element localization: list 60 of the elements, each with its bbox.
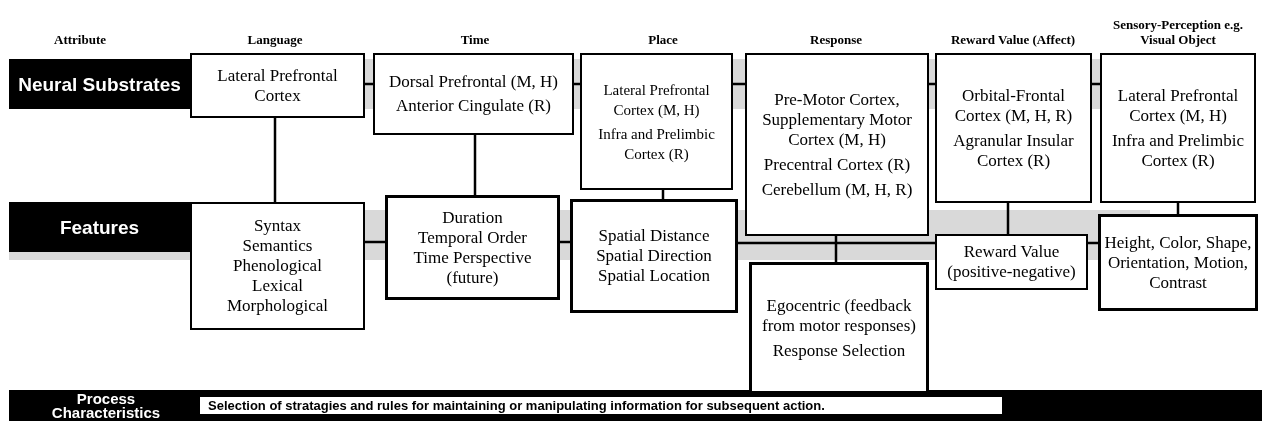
region-box <box>745 53 929 236</box>
node-text: Infra and Prelimbic Cortex (R) <box>1110 130 1246 171</box>
node-text: Semantics <box>242 236 313 256</box>
column-header: Reward Value (Affect) <box>950 32 1076 47</box>
column-header: Place <box>648 32 678 47</box>
connector-line <box>273 118 277 202</box>
feature-box <box>1098 214 1258 311</box>
node-text: Morphological <box>226 296 328 316</box>
node-text: Lateral Prefrontal Cortex (M, H) <box>602 80 711 120</box>
connector-line <box>1006 203 1010 234</box>
node-text: Spatial Direction <box>596 246 712 266</box>
node-text: Cerebellum (M, H, R) <box>761 179 913 200</box>
node-text: Lexical <box>252 276 303 296</box>
connector-line <box>473 135 477 195</box>
node-text: Reward Value (positive-negative) <box>946 242 1077 282</box>
node-text: Duration <box>442 207 503 228</box>
node-text: Neural Substrates <box>18 73 181 95</box>
statement-box <box>200 397 1002 414</box>
node-text: Process Characteristics <box>50 391 162 420</box>
region-box <box>190 202 365 330</box>
column-header: Time <box>460 32 490 47</box>
node-text: Phenological <box>233 256 322 276</box>
node-text: Time Perspective (future) <box>412 247 533 288</box>
region-box <box>373 53 574 135</box>
node-text: Infra and Prelimbic Cortex (R) <box>597 124 716 164</box>
node-text: Temporal Order <box>418 227 527 248</box>
node-text: Selection of stratagies and rules for maintaining or manipulating information for subsequent action. <box>208 398 825 413</box>
node-text: Spatial Location <box>598 266 710 286</box>
node-text: Agranular Insular Cortex (R) <box>952 130 1075 171</box>
feature-box <box>570 199 738 313</box>
column-header: Response <box>810 32 862 47</box>
region-box <box>935 234 1088 290</box>
region-box <box>1100 53 1256 203</box>
column-header: Attribute <box>54 32 106 47</box>
connector-line <box>738 241 935 245</box>
connector-line <box>365 240 385 244</box>
region-box <box>190 53 365 118</box>
node-text: Height, Color, Shape, Orientation, Motion, Contrast <box>1104 232 1252 293</box>
node-text: Response Selection <box>772 340 906 361</box>
connector-line <box>834 236 838 262</box>
node-text: Egocentric (feedback from motor responses) <box>761 295 917 336</box>
row-label-band <box>9 202 190 252</box>
node-text: Precentral Cortex (R) <box>763 154 911 175</box>
feature-box <box>385 195 560 300</box>
node-text: Lateral Prefrontal Cortex <box>216 65 339 106</box>
feature-box <box>749 262 929 394</box>
region-box <box>935 53 1092 203</box>
row-label-band <box>9 59 190 109</box>
node-text: Pre-Motor Cortex, Supplementary Motor Cortex (M, H) <box>761 89 913 150</box>
node-text: Syntax <box>253 216 302 236</box>
column-header: Sensory-Perception e.g. Visual Object <box>1111 17 1245 47</box>
node-text: Spatial Distance <box>598 226 710 246</box>
node-text: Features <box>59 216 140 238</box>
row-label-band <box>9 390 1262 421</box>
node-text: Dorsal Prefrontal (M, H) <box>389 72 558 92</box>
region-box <box>580 53 733 190</box>
node-text: Anterior Cingulate (R) <box>396 96 551 116</box>
column-header: Language <box>247 32 303 47</box>
node-text: Orbital-Frontal Cortex (M, H, R) <box>953 85 1074 126</box>
node-text: Lateral Prefrontal Cortex (M, H) <box>1116 85 1240 126</box>
